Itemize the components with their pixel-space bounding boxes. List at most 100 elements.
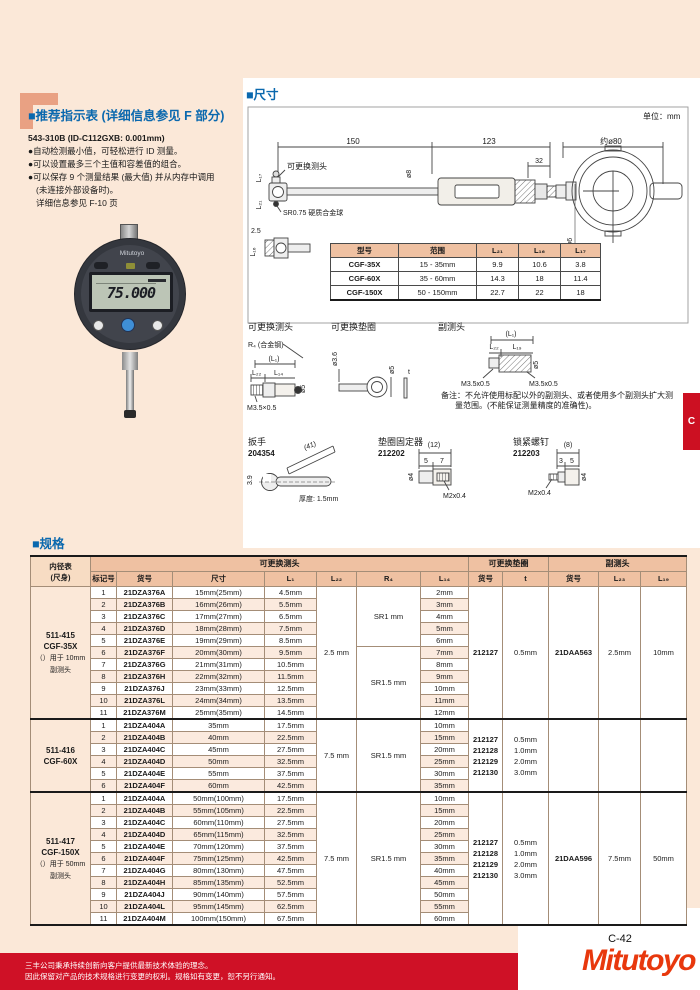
spec-cell: 25mm: [420, 828, 469, 841]
spec-cell: 32.5mm: [264, 828, 317, 841]
dim-phi6: ø6: [567, 238, 574, 246]
screw-name: 锁紧螺钉: [513, 436, 549, 447]
range-cell: L₁₇: [560, 243, 601, 258]
range-cell: 11.4: [560, 271, 601, 286]
spec-cell: 42.5mm: [264, 779, 317, 793]
range-cell: L₁₆: [518, 243, 561, 258]
wrench-name: 扳手: [248, 436, 266, 447]
recommend-bullet: ●自动检测最小值，可轻松进行 ID 测量。: [28, 146, 183, 156]
part-head-l22: L₂₂: [252, 370, 262, 377]
spec-cell: 5: [90, 840, 117, 853]
spec-cell: 67.5mm: [264, 912, 317, 926]
spec-cell: 35mm: [172, 718, 265, 732]
dim-32: 32: [535, 158, 543, 165]
part-head-figure: [250, 343, 304, 403]
indicator-lcd: 75.000: [89, 272, 173, 312]
spec-cell: 47.5mm: [264, 864, 317, 877]
spec-cell: 21DZA404J: [116, 888, 173, 901]
spec-cell: 7.5mm: [264, 622, 317, 635]
spec-cell: 9: [90, 888, 117, 901]
part-subhead-l22: L₂₂: [489, 344, 499, 351]
part-head-l1: (L₁): [269, 356, 280, 363]
spec-cell: 19mm(29mm): [172, 634, 265, 647]
spec-cell: 可更换测头: [90, 555, 469, 572]
spec-cell: 10: [90, 694, 117, 707]
spec-cell: 55mm: [172, 767, 265, 780]
spec-cell: 95mm(145mm): [172, 900, 265, 913]
spec-cell: 21DZA404F: [116, 779, 173, 793]
spec-cell: 21DZA404F: [116, 852, 173, 865]
spec-cell: 3mm: [420, 598, 469, 611]
range-cell: 35 - 60mm: [398, 271, 477, 286]
holder-code: 212202: [378, 449, 405, 458]
indicator-stem: [122, 352, 138, 370]
holder-dim-7: 7: [440, 458, 444, 465]
dim-123: 123: [482, 137, 496, 146]
range-cell: 型号: [330, 243, 399, 258]
part-washer-figure: [338, 369, 408, 399]
wrench-thickness: 厚度: 1.5mm: [299, 494, 338, 503]
spec-cell: 1: [90, 586, 117, 599]
lcd-bar: [148, 279, 166, 282]
dim-phi8: ø8: [406, 170, 413, 178]
spec-cell: 2: [90, 804, 117, 817]
spec-cell: SR1.5 mm: [356, 791, 421, 926]
holder-figure: [418, 449, 452, 491]
spec-cell: SR1.5 mm: [356, 718, 421, 793]
spec-cell: [548, 718, 599, 793]
spec-cell: 50mm: [420, 888, 469, 901]
range-cell: 范围: [398, 243, 477, 258]
spec-cell: 90mm(140mm): [172, 888, 265, 901]
spec-cell: 货号: [468, 571, 503, 587]
spec-cell: 45mm: [420, 876, 469, 889]
spec-cell: 52.5mm: [264, 876, 317, 889]
spec-cell: 37.5mm: [264, 767, 317, 780]
holder-thread: M2x0.4: [443, 493, 466, 500]
dim-150: 150: [346, 137, 360, 146]
screw-dim-3: 3: [559, 458, 563, 465]
spec-cell: L₂₃: [598, 571, 641, 587]
spec-cell: 22.5mm: [264, 731, 317, 744]
range-cell: 18: [560, 285, 601, 301]
spec-cell: 6: [90, 779, 117, 793]
spec-cell: 10mm: [420, 718, 469, 732]
spec-cell: 内径表(尺身): [30, 555, 91, 587]
spec-cell: 20mm: [420, 743, 469, 756]
spec-cell: 2.5 mm: [316, 586, 357, 720]
recommend-model: 543-310B (ID-C112GXB: 0.001mm): [28, 133, 165, 143]
screw-thread: M2x0.4: [528, 490, 551, 497]
spec-cell: 21DAA563: [548, 586, 599, 720]
spec-cell: 25mm(35mm): [172, 706, 265, 720]
spec-cell: 6mm: [420, 634, 469, 647]
spec-cell: 21DZA404G: [116, 864, 173, 877]
spec-cell: 可更换垫圈: [468, 555, 549, 572]
spec-cell: 85mm(135mm): [172, 876, 265, 889]
spec-cell: 12.5mm: [264, 682, 317, 695]
recommend-bullet: ●可以设置最多三个主值和容差值的组合。: [28, 159, 187, 169]
spec-cell: L₁: [264, 571, 317, 587]
range-cell: 9.9: [476, 257, 519, 272]
range-cell: 22.7: [476, 285, 519, 301]
range-cell: 10.6: [518, 257, 561, 272]
technical-drawings: 单位：mm 150 123 约ø80 32 可更换测头 SR0.75 硬质合金球…: [247, 106, 689, 503]
spec-cell: 30mm: [420, 767, 469, 780]
spec-cell: 8mm: [420, 658, 469, 671]
spec-cell: 13.5mm: [264, 694, 317, 707]
dim-L21: L₂₁: [256, 200, 263, 210]
spec-cell: 21DZA376J: [116, 682, 173, 695]
indicator-contact-point: [124, 410, 136, 418]
spec-cell: 37.5mm: [264, 840, 317, 853]
spec-cell: 23mm(33mm): [172, 682, 265, 695]
spec-cell: 尺寸: [172, 571, 265, 587]
spec-cell: 21DZA376D: [116, 622, 173, 635]
spec-cell: 4: [90, 755, 117, 768]
screw-code: 212203: [513, 449, 540, 458]
indicator-button: [94, 262, 108, 269]
spec-cell: 21DZA376F: [116, 646, 173, 659]
spec-cell: 4.5mm: [264, 586, 317, 599]
spec-cell: 40mm: [172, 731, 265, 744]
spec-cell: 17.5mm: [264, 791, 317, 805]
spec-cell: 21DZA404A: [116, 791, 173, 805]
